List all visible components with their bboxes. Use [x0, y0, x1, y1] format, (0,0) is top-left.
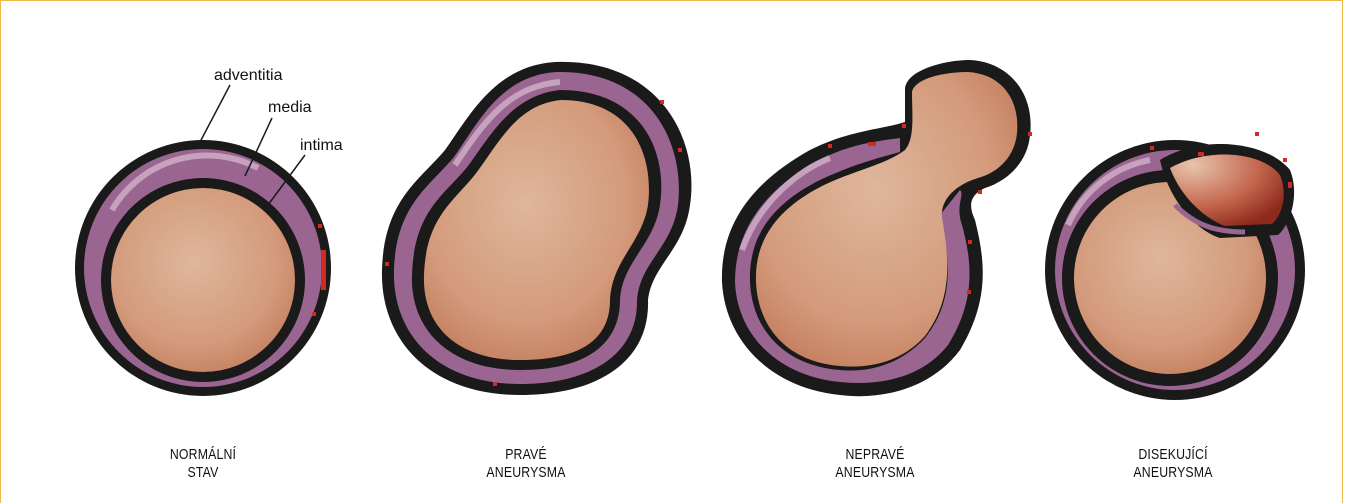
panel-true-aneurysm: [382, 62, 692, 395]
label-intima: intima: [300, 137, 343, 154]
caption-dissecting-line1: DISEKUJÍCÍ: [1091, 446, 1255, 464]
label-adventitia: adventitia: [214, 67, 283, 84]
caption-normal-line1: NORMÁLNÍ: [121, 446, 285, 464]
caption-normal: NORMÁLNÍ STAV: [121, 446, 285, 482]
panel-normal: adventitia media intima: [75, 67, 343, 396]
true-blood-dot: [678, 148, 682, 152]
dissect-blood-dot: [1198, 152, 1204, 156]
normal-blood-mark: [321, 250, 326, 290]
false-blood-dot-7: [967, 290, 971, 294]
caption-false-aneurysm: NEPRAVÉ ANEURYSMA: [793, 446, 957, 482]
false-blood-dot-6: [968, 240, 972, 244]
true-blood-dot-2: [660, 100, 664, 104]
normal-blood-dot: [312, 312, 316, 316]
dissect-blood-dot-5: [1150, 146, 1154, 150]
true-blood-dot-4: [493, 382, 497, 386]
dissect-blood-dot-4: [1288, 182, 1292, 188]
dissect-blood-dot-2: [1255, 132, 1259, 136]
label-media: media: [268, 99, 312, 116]
caption-false-line2: ANEURYSMA: [793, 464, 957, 482]
false-aneurysm-lumen: [756, 72, 1017, 367]
false-blood-dot: [1028, 132, 1032, 136]
caption-true-line2: ANEURYSMA: [444, 464, 608, 482]
caption-true-aneurysm: PRAVÉ ANEURYSMA: [444, 446, 608, 482]
true-blood-dot-3: [385, 262, 389, 266]
false-blood-dot-5: [902, 124, 906, 128]
caption-false-line1: NEPRAVÉ: [793, 446, 957, 464]
adventitia-leader: [200, 85, 230, 142]
normal-lumen: [111, 188, 295, 372]
false-blood-dot-2: [978, 190, 982, 194]
false-blood-dot-3: [868, 142, 876, 146]
dissect-blood-dot-3: [1283, 158, 1287, 162]
normal-blood-dot-2: [318, 224, 322, 228]
false-blood-dot-4: [828, 144, 832, 148]
caption-dissecting-line2: ANEURYSMA: [1091, 464, 1255, 482]
caption-normal-line2: STAV: [121, 464, 285, 482]
panel-dissecting-aneurysm: [1045, 132, 1305, 400]
caption-dissecting-aneurysm: DISEKUJÍCÍ ANEURYSMA: [1091, 446, 1255, 482]
caption-true-line1: PRAVÉ: [444, 446, 608, 464]
panel-false-aneurysm: [722, 60, 1032, 396]
